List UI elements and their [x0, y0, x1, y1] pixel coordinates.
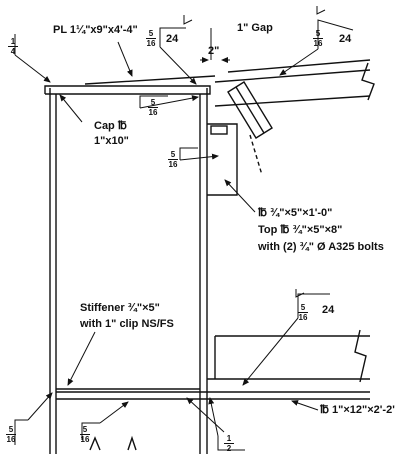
brace-extension	[249, 134, 263, 176]
cap-plate-label-2: 1"x10"	[94, 135, 129, 147]
top-plate-upper-right	[227, 59, 371, 73]
cap-plate	[44, 85, 211, 95]
break-mark-column	[89, 436, 101, 451]
stiffener-label-1: Stiffener ¾"×5"	[80, 302, 160, 314]
leader-w4	[139, 95, 199, 109]
leader-w3	[279, 48, 319, 76]
top-beam-top	[214, 69, 371, 83]
leader-w8	[99, 401, 129, 424]
leader-cap	[59, 94, 83, 123]
weld-6-length: 24	[322, 304, 335, 316]
top-beam-bottom	[214, 95, 371, 107]
break-mark-bottom-beam	[354, 329, 367, 383]
leader-w9a	[186, 397, 225, 433]
bottom-plate-label: ℔ 1"×12"×2'-2'	[320, 404, 395, 416]
leader-plate	[117, 41, 133, 77]
leader-w9b	[208, 397, 219, 437]
leader-w5	[179, 153, 219, 161]
top-plate-upper-left	[84, 75, 216, 85]
small-plate-label: ℔ ¾"×5"×1'-0"	[258, 207, 333, 219]
break-mark-top-beam	[361, 62, 375, 101]
gusset-plate	[207, 123, 238, 196]
weld-3-length: 24	[339, 33, 352, 45]
leader-w7	[27, 392, 53, 421]
top-plate-label-1: Top ℔ ¾"×5"×8"	[258, 224, 343, 236]
brace-web	[235, 86, 265, 134]
leader-bottom-plate	[291, 400, 319, 411]
break-mark-column-2	[127, 435, 137, 451]
brace-section	[227, 81, 273, 139]
leader-w1	[14, 54, 51, 83]
gap-label: 1" Gap	[237, 22, 273, 34]
leader-w2	[159, 46, 197, 85]
cap-plate-label-1: Cap ℔	[94, 120, 127, 132]
weld-2-length: 24	[166, 33, 179, 45]
leader-stiffener	[67, 331, 96, 386]
cap-plate-top-label: PL 1¼"x9"x4'-4"	[53, 24, 138, 36]
leader-w6	[242, 317, 299, 386]
top-plate-label-2: with (2) ¾" Ø A325 bolts	[258, 241, 384, 253]
stiffener-label-2: with 1" clip NS/FS	[80, 318, 174, 330]
leader-small-plate	[224, 179, 256, 213]
bolt-block	[210, 125, 228, 135]
gap-dim-label: 2"	[208, 45, 220, 57]
